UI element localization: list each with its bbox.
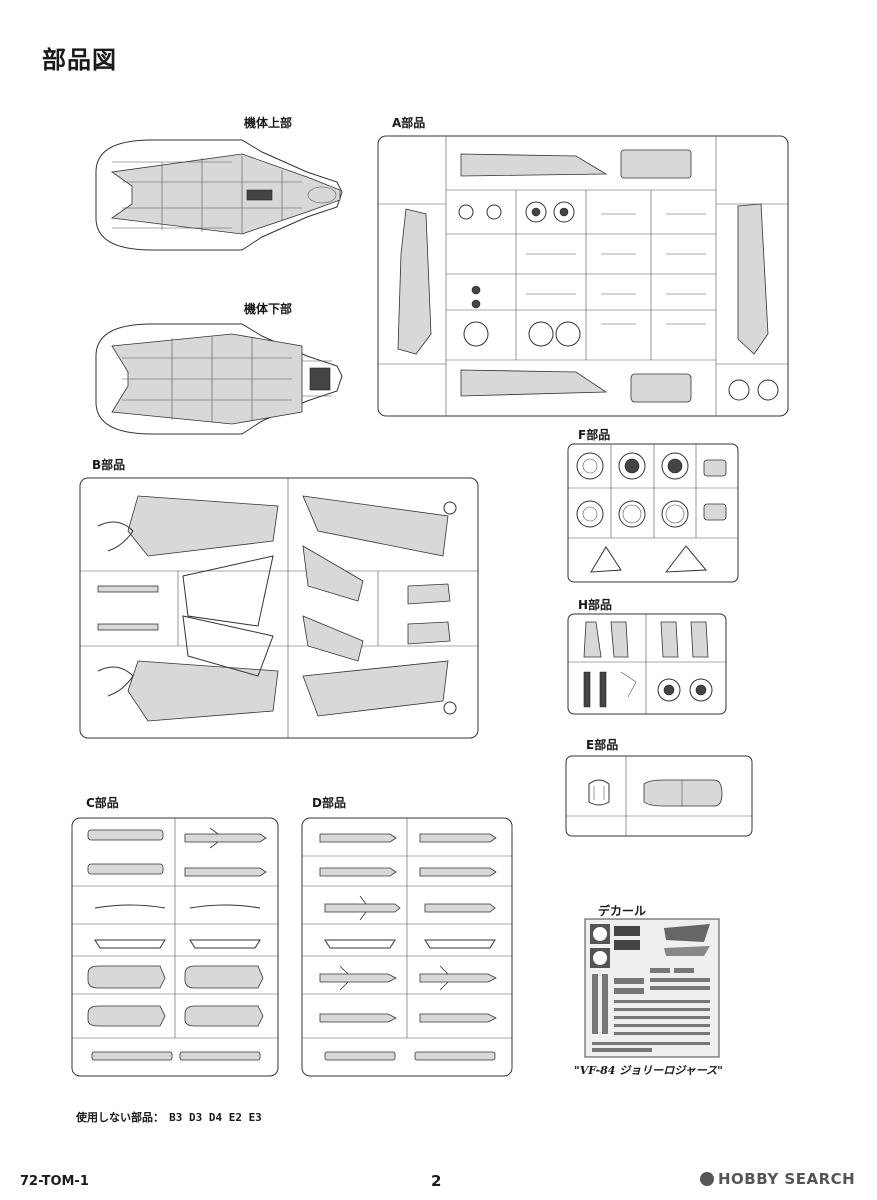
- decal-sheet: [584, 918, 720, 1058]
- sprue-b-drawing: [79, 477, 479, 739]
- lower-fuselage-drawing: [95, 323, 343, 435]
- footer-code: 72-TOM-1: [20, 1174, 89, 1189]
- sprue-a-drawing: [377, 135, 789, 417]
- hobby-search-logo-icon: [700, 1172, 714, 1186]
- page-number: 2: [431, 1172, 442, 1190]
- label-sprue-e: E部品: [586, 738, 619, 752]
- label-sprue-d: D部品: [312, 796, 346, 810]
- sprue-f-drawing: [567, 443, 739, 583]
- unused-parts-note: 使用しない部品： B3 D3 D4 E2 E3: [76, 1106, 262, 1125]
- watermark: HOBBY SEARCH: [700, 1170, 855, 1188]
- label-sprue-a: A部品: [392, 116, 426, 130]
- watermark-text: HOBBY SEARCH: [718, 1170, 856, 1188]
- unused-parts-list: B3 D3 D4 E2 E3: [169, 1111, 262, 1124]
- page-title: 部品図: [42, 46, 117, 74]
- unused-parts-label: 使用しない部品：: [76, 1111, 164, 1124]
- sprue-e-drawing: [565, 755, 753, 837]
- sprue-d-drawing: [301, 817, 513, 1077]
- decal-caption: "VF-84 ジョリーロジャース": [574, 1064, 723, 1077]
- label-sprue-c: C部品: [86, 796, 119, 810]
- label-upper-fuselage: 機体上部: [244, 116, 293, 130]
- upper-fuselage-drawing: [95, 139, 343, 251]
- label-sprue-f: F部品: [578, 428, 611, 442]
- sprue-h-drawing: [567, 613, 727, 715]
- label-sprue-b: B部品: [92, 458, 126, 472]
- sprue-c-drawing: [71, 817, 279, 1077]
- label-sprue-h: H部品: [578, 598, 613, 612]
- label-decal: デカール: [598, 904, 647, 918]
- label-lower-fuselage: 機体下部: [244, 302, 293, 316]
